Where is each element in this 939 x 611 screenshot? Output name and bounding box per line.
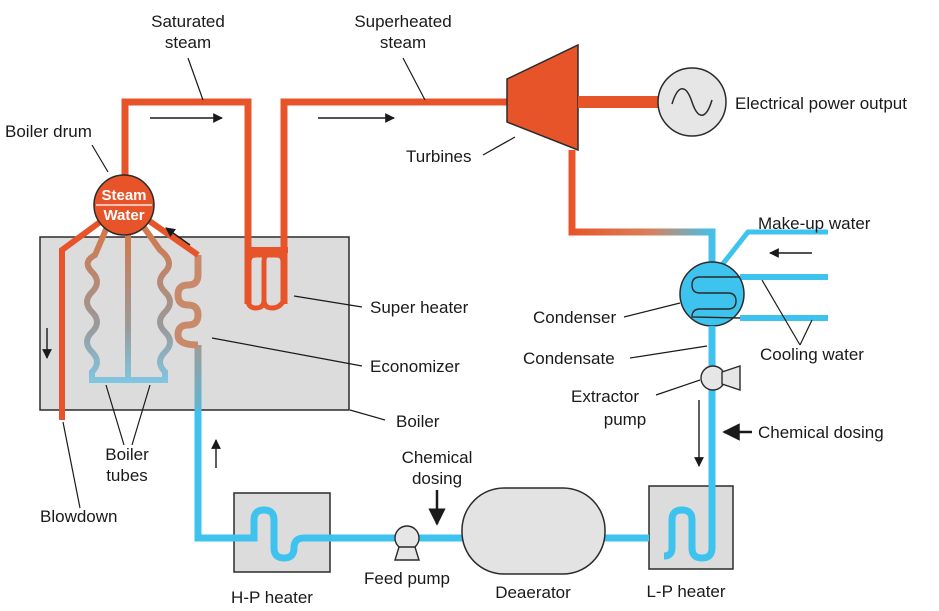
make-up-water-label: Make-up water (758, 214, 871, 233)
leader-super-heater (293, 295, 363, 308)
feed-pump-label: Feed pump (364, 569, 450, 588)
turbines-label: Turbines (406, 147, 472, 166)
cooling-water-label: Cooling water (760, 345, 864, 364)
drum-steam-label: Steam (101, 187, 146, 204)
leader-superheated (402, 57, 426, 101)
superheated-steam-label-2: steam (380, 33, 426, 52)
leader-extractor (655, 379, 701, 396)
extractor-pump-outlet (721, 365, 741, 391)
drum-water-label: Water (103, 207, 144, 224)
chemical-dosing-top-label-2: dosing (412, 469, 462, 488)
economizer-label: Economizer (370, 357, 460, 376)
chemical-dosing-right-label: Chemical dosing (758, 423, 884, 442)
hp-heater-coil (194, 410, 330, 562)
leader-cooling-2 (799, 319, 813, 346)
leader-condenser (623, 302, 681, 318)
extractor-pump-label-2: pump (604, 410, 647, 429)
saturated-steam-label-2: steam (165, 33, 211, 52)
downcomer-left (59, 219, 102, 420)
super-heater-coil-inner (245, 251, 271, 311)
electrical-power-output-label: Electrical power output (735, 94, 907, 113)
sine-wave-icon (671, 88, 713, 116)
lp-heater-coil (663, 506, 716, 562)
leader-saturated (187, 57, 204, 101)
boiler-label: Boiler (396, 412, 440, 431)
boiler-tubes-label-1: Boiler (105, 445, 149, 464)
leader-economizer (211, 337, 363, 367)
chemical-dosing-top-label-1: Chemical (402, 448, 473, 467)
boiler-tubes-label-2: tubes (106, 466, 148, 485)
leader-boiler (349, 409, 386, 421)
boiler-drum-label: Boiler drum (5, 122, 92, 141)
hp-heater-label: H-P heater (231, 588, 313, 607)
condensate-label: Condensate (523, 349, 615, 368)
saturated-steam-pipe (121, 98, 252, 304)
feed-pump-base (394, 546, 420, 561)
leader-condensate (629, 345, 708, 359)
make-up-water-pipe (712, 229, 828, 277)
turbine (506, 43, 579, 152)
super-heater-header (246, 247, 288, 253)
turbine-exhaust-pipe (568, 150, 716, 268)
leader-boiler-tubes-2 (131, 384, 151, 446)
condenser-label: Condenser (533, 308, 617, 327)
leader-cooling-1 (761, 279, 801, 346)
blowdown-label: Blowdown (40, 507, 118, 526)
condenser-coil (691, 276, 741, 319)
deaerator (461, 487, 606, 575)
leader-boiler-tubes-1 (105, 384, 125, 446)
extractor-pump-label-1: Extractor (571, 387, 639, 406)
condenser (679, 261, 745, 327)
superheated-steam-pipe (280, 98, 515, 304)
deaerator-label: Deaerator (495, 583, 571, 602)
flow-arrow-drum (165, 227, 191, 246)
super-heater-label: Super heater (370, 298, 469, 317)
lp-heater-label: L-P heater (646, 582, 725, 601)
turbine-shaft (578, 96, 660, 108)
saturated-steam-label-1: Saturated (151, 12, 225, 31)
leader-blowdown (62, 421, 81, 509)
leader-boiler-drum (91, 144, 109, 173)
leader-turbines (482, 136, 516, 156)
superheated-steam-label-1: Superheated (354, 12, 451, 31)
economizer-coil (174, 255, 202, 349)
